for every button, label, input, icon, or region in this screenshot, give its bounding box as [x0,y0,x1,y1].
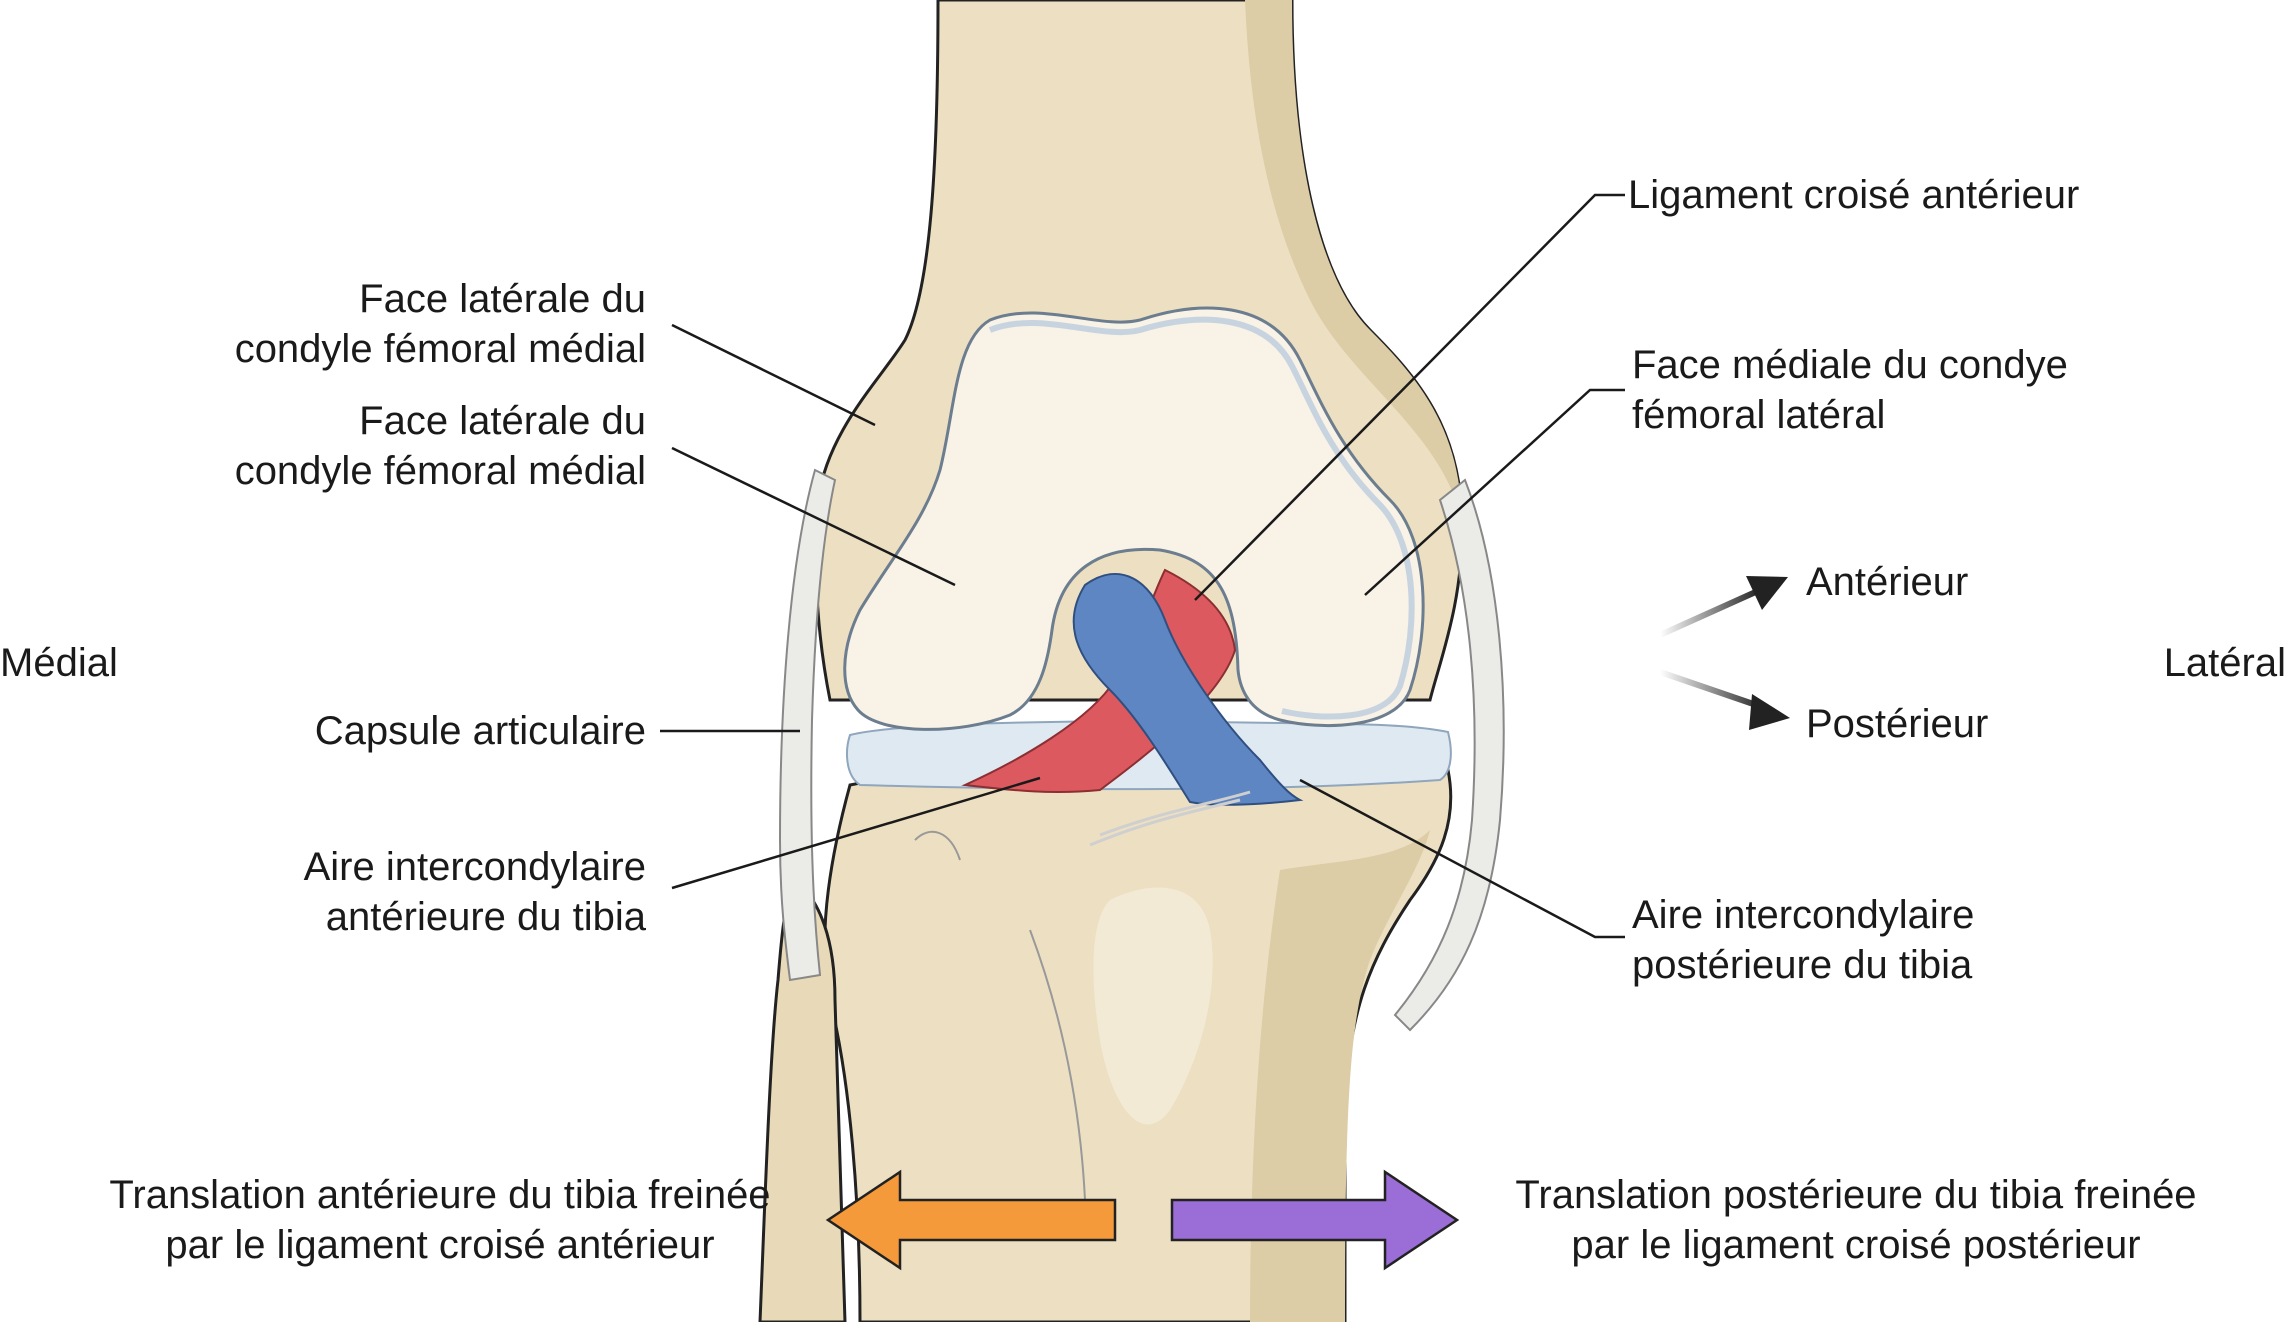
label-line: Antérieur [1806,560,1969,604]
label-femoral-lateral-condyle: Face médiale du condye fémoral latéral [1632,340,2068,440]
label-line: Aire intercondylaire [303,845,646,889]
orientation-arrows [1658,576,1790,730]
label-medial: Médial [0,638,118,688]
label-femoral-medial-condyle-2: Face latérale du condyle fémoral médial [235,396,646,496]
label-line: par le ligament croisé postérieur [1571,1223,2141,1267]
label-capsule: Capsule articulaire [315,706,646,756]
tibia-highlight [1093,887,1213,1125]
label-line: Latéral [2163,641,2286,685]
posterior-cruciate-ligament [1072,573,1304,806]
label-line: condyle fémoral médial [234,449,646,493]
label-femoral-medial-condyle-1: Face latérale du condyle fémoral médial [235,274,646,374]
label-anterior: Antérieur [1806,557,1968,607]
label-line: postérieure du tibia [1632,943,1973,987]
label-line: condyle fémoral médial [234,327,646,371]
label-tibia-posterior-area: Aire intercondylaire postérieure du tibi… [1632,890,1974,990]
label-line: antérieure du tibia [325,895,646,939]
label-lateral: Latéral [2164,638,2286,688]
label-line: Aire intercondylaire [1632,893,1975,937]
label-line: Face latérale du [359,399,646,443]
leader-lines [660,193,1625,939]
label-line: Translation postérieure du tibia freinée [1515,1173,2197,1217]
anterior-translation-arrow [825,1169,1117,1271]
label-line: Face latérale du [359,277,646,321]
lateral-collateral-ligament [1393,478,1505,1032]
label-line: Ligament croisé antérieur [1628,173,2080,217]
label-line: fémoral latéral [1632,393,1886,437]
label-posterior-translation: Translation postérieure du tibia freinée… [1466,1170,2246,1270]
label-line: Postérieur [1806,702,1989,746]
femoral-cartilage [843,306,1425,731]
label-line: Médial [0,641,118,685]
fibula [758,877,847,1324]
femur-shadow [1245,0,1462,520]
label-line: par le ligament croisé antérieur [165,1223,715,1267]
posterior-translation-arrow [1170,1169,1460,1271]
label-line: Capsule articulaire [314,709,646,753]
label-posterior: Postérieur [1806,699,1988,749]
label-tibia-anterior-area: Aire intercondylaire antérieure du tibia [304,842,646,942]
label-line: Face médiale du condye [1632,343,2068,387]
label-line: Translation antérieure du tibia freinée [109,1173,771,1217]
label-acl: Ligament croisé antérieur [1628,170,2079,220]
label-anterior-translation: Translation antérieure du tibia freinée … [60,1170,820,1270]
